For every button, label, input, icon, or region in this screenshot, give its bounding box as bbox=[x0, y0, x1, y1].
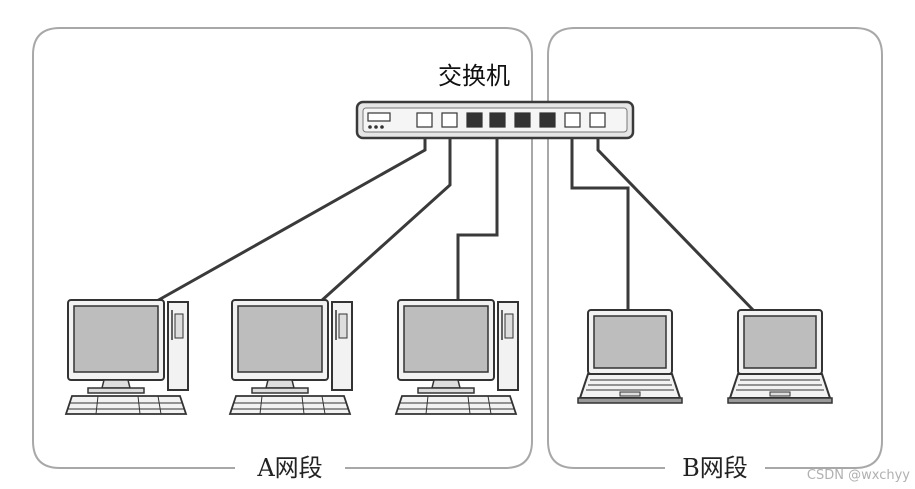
segment-b-box bbox=[547, 27, 883, 469]
cable-laptop-1 bbox=[570, 130, 630, 312]
switch-device bbox=[355, 100, 635, 140]
desktop-1 bbox=[65, 299, 189, 415]
segment-a-box bbox=[32, 27, 533, 469]
cable-desktop-3 bbox=[456, 130, 499, 302]
cable-desktop-1 bbox=[154, 130, 427, 304]
laptop-1 bbox=[577, 309, 683, 404]
desktop-3 bbox=[395, 299, 519, 415]
segment-b-label: B网段 bbox=[682, 454, 748, 482]
cable-desktop-2 bbox=[318, 130, 452, 304]
cable-laptop-2 bbox=[596, 130, 757, 314]
switch-ports bbox=[416, 112, 606, 128]
segment-a-label: A网段 bbox=[256, 454, 322, 482]
desktop-2 bbox=[229, 299, 353, 415]
switch-label: 交换机 bbox=[438, 62, 510, 90]
cables bbox=[154, 130, 757, 314]
laptop-2 bbox=[727, 309, 833, 404]
watermark: CSDN @wxchyy bbox=[807, 468, 910, 483]
